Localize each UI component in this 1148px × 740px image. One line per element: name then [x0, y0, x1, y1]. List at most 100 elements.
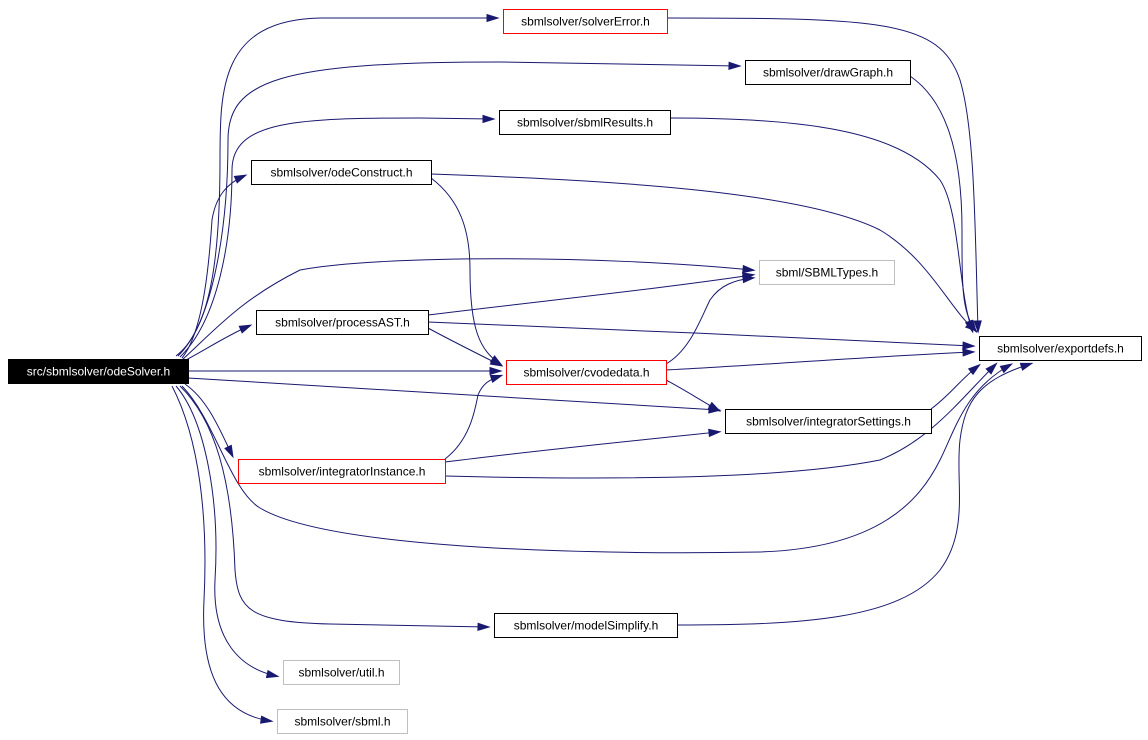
edge-line: [181, 175, 245, 359]
nodes-layer: src/sbmlsolver/odeSolver.h sbmlsolver/sol…: [8, 9, 1142, 734]
edge-odeConstruct-to-exportdefs: [430, 173, 978, 333]
node-sbml[interactable]: sbmlsolver/sbml.h: [277, 709, 408, 734]
node-box: [251, 160, 432, 185]
edge-integratorInstance-to-integratorSettings: [444, 428, 722, 463]
edge-line: [183, 325, 250, 362]
edge-line: [444, 364, 996, 479]
node-solverError[interactable]: sbmlsolver/solverError.h: [503, 9, 668, 34]
edge-odeSolver-to-integratorInstance: [184, 383, 234, 459]
arrowhead-icon: [486, 13, 500, 23]
edge-cvodedata-to-integratorSettings: [665, 379, 722, 412]
node-integratorSettings[interactable]: sbmlsolver/integratorSettings.h: [725, 409, 932, 434]
node-box: [725, 409, 932, 434]
node-box: [494, 613, 678, 638]
arrowhead-icon: [728, 61, 742, 70]
node-label: sbmlsolver/modelSimplify.h: [514, 619, 659, 633]
edge-line: [184, 383, 233, 456]
edge-line: [177, 61, 739, 357]
edge-line: [676, 363, 1031, 626]
arrowhead-icon: [1019, 362, 1034, 371]
node-label: sbmlsolver/integratorInstance.h: [259, 465, 426, 479]
node-label: sbmlsolver/integratorSettings.h: [746, 415, 911, 429]
edge-solverError-to-exportdefs: [666, 17, 982, 334]
arrowhead-icon: [708, 428, 722, 438]
edge-cvodedata-to-SBMLTypes: [665, 274, 756, 365]
node-integratorInstance[interactable]: sbmlsolver/integratorInstance.h: [238, 459, 446, 484]
edge-odeSolver-to-odeConstruct: [181, 174, 248, 359]
node-label: sbmlsolver/exportdefs.h: [997, 342, 1124, 356]
arrowhead-icon: [238, 324, 253, 334]
node-box: [277, 709, 408, 734]
node-label: sbmlsolver/drawGraph.h: [763, 66, 893, 80]
arrowhead-icon: [265, 669, 280, 679]
node-odeSolver: src/sbmlsolver/odeSolver.h: [8, 359, 189, 384]
edge-odeSolver-to-SBMLTypes: [181, 258, 756, 361]
edge-line: [427, 327, 501, 366]
node-label: sbml/SBMLTypes.h: [776, 266, 878, 280]
arrowhead-icon: [962, 348, 976, 357]
edge-odeSolver-to-modelSimplify: [179, 385, 491, 631]
edge-integratorInstance-to-exportdefs: [444, 362, 998, 479]
edge-line: [665, 351, 973, 371]
edge-line: [175, 385, 277, 677]
edge-line: [430, 177, 501, 365]
node-label: sbmlsolver/cvodedata.h: [523, 366, 649, 380]
node-processAST[interactable]: sbmlsolver/processAST.h: [256, 310, 429, 335]
arrowhead-icon: [742, 264, 756, 274]
node-modelSimplify[interactable]: sbmlsolver/modelSimplify.h: [494, 613, 678, 638]
edge-processAST-to-SBMLTypes: [427, 272, 756, 316]
edge-line: [179, 385, 488, 628]
node-drawGraph[interactable]: sbmlsolver/drawGraph.h: [745, 60, 911, 85]
edge-modelSimplify-to-exportdefs: [676, 362, 1034, 626]
edge-processAST-to-exportdefs: [427, 321, 976, 350]
edge-odeSolver-to-cvodedata: [188, 366, 503, 376]
edge-line: [430, 173, 976, 331]
edge-processAST-to-cvodedata: [427, 327, 504, 367]
node-box: [256, 310, 429, 335]
edge-line: [179, 117, 493, 358]
arrowhead-icon: [985, 362, 998, 375]
edge-odeSolver-to-processAST: [183, 324, 253, 362]
node-odeConstruct[interactable]: sbmlsolver/odeConstruct.h: [251, 160, 432, 185]
node-sbmlResults[interactable]: sbmlsolver/sbmlResults.h: [499, 110, 671, 135]
edge-line: [666, 17, 979, 331]
node-SBMLTypes[interactable]: sbml/SBMLTypes.h: [759, 260, 895, 285]
edge-line: [427, 321, 973, 347]
edge-drawGraph-to-exportdefs: [909, 75, 978, 334]
edge-line: [181, 258, 753, 361]
arrowhead-icon: [233, 174, 248, 184]
node-util[interactable]: sbmlsolver/util.h: [283, 660, 400, 685]
edge-line: [171, 385, 271, 722]
node-label: sbmlsolver/odeConstruct.h: [270, 166, 412, 180]
edge-line: [444, 431, 719, 463]
edge-sbmlResults-to-exportdefs: [669, 117, 974, 334]
node-label: sbmlsolver/util.h: [298, 666, 384, 680]
edge-integratorSettings-to-exportdefs: [930, 363, 981, 410]
node-box: [8, 359, 189, 384]
arrowhead-icon: [973, 320, 982, 334]
edges-layer: [171, 13, 1034, 724]
edge-odeSolver-to-sbmlResults: [179, 114, 496, 358]
node-box: [283, 660, 400, 685]
edge-odeConstruct-to-cvodedata: [430, 177, 503, 367]
node-box: [979, 336, 1142, 361]
arrowhead-icon: [707, 401, 722, 412]
edge-line: [665, 277, 753, 365]
edge-odeSolver-to-drawGraph: [177, 61, 742, 357]
arrowhead-icon: [999, 363, 1014, 374]
arrowhead-icon: [967, 363, 981, 376]
node-label: src/sbmlsolver/odeSolver.h: [27, 365, 170, 379]
arrowhead-icon: [489, 374, 504, 384]
edge-line: [427, 274, 753, 316]
node-box: [506, 360, 667, 385]
arrowhead-icon: [224, 444, 234, 459]
arrowhead-icon: [260, 715, 274, 724]
node-label: sbmlsolver/processAST.h: [275, 316, 410, 330]
edge-line: [669, 117, 973, 331]
node-label: sbmlsolver/solverError.h: [521, 15, 650, 29]
node-box: [238, 459, 446, 484]
node-cvodedata[interactable]: sbmlsolver/cvodedata.h: [506, 360, 667, 385]
node-exportdefs[interactable]: sbmlsolver/exportdefs.h: [979, 336, 1142, 361]
arrowhead-icon: [489, 366, 503, 376]
